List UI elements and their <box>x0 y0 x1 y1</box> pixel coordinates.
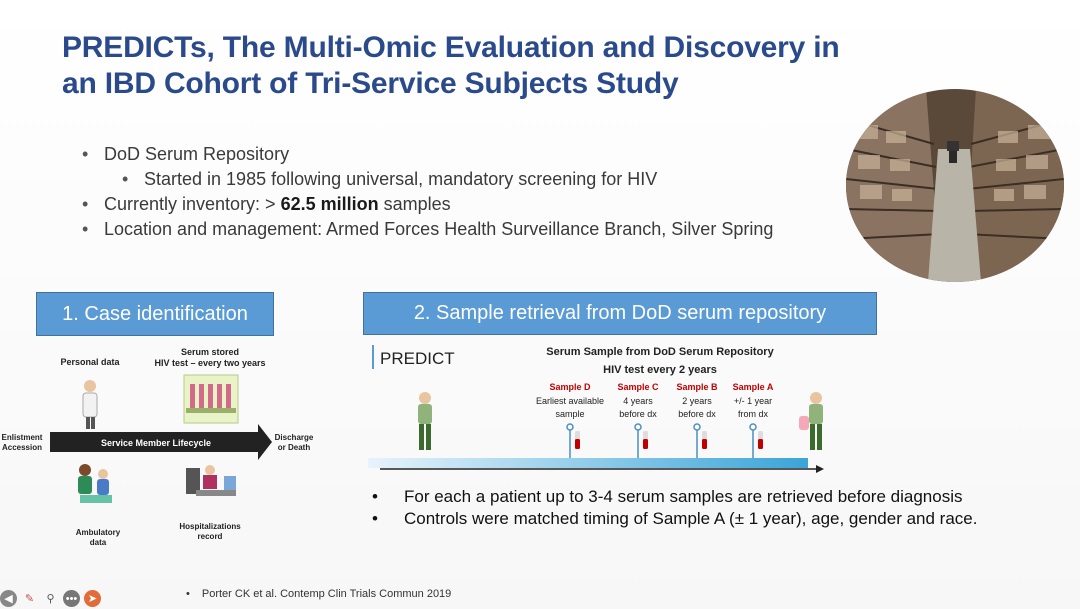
ambulatory-care-icon <box>78 464 112 503</box>
title-line-1: PREDICTs, The Multi-Omic Evaluation and … <box>62 31 840 64</box>
or-death-label: or Death <box>278 443 311 452</box>
hospitalizations-label: Hospitalizations <box>179 522 241 531</box>
pointer-icon[interactable]: ➤ <box>84 590 101 607</box>
bottom-bullet-list: • For each a patient up to 3-4 serum sam… <box>372 486 977 530</box>
patient-diagnosis-icon <box>799 392 823 450</box>
sample-name-label: Sample B <box>676 382 718 392</box>
sample-timing-sublabel: before dx <box>619 409 657 419</box>
reference-citation: • Porter CK et al. Contemp Clin Trials Co… <box>186 588 451 600</box>
sample-tube-fill <box>643 439 648 449</box>
bullet-text: For each a patient up to 3-4 serum sampl… <box>404 487 963 506</box>
sample-pin-head <box>749 423 757 431</box>
bullet-dot: • <box>82 194 89 214</box>
case-identification-header: 1. Case identification <box>36 292 274 336</box>
bullet-text: Controls were matched timing of Sample A… <box>404 509 978 528</box>
more-icon[interactable]: ••• <box>63 590 80 607</box>
bullet-dot: • <box>122 169 129 189</box>
presentation-toolbar: ◀ ✎ ⚲ ••• ➤ <box>0 590 101 607</box>
predict-label: PREDICT <box>380 349 455 368</box>
inventory-prefix: Currently inventory: > <box>104 194 281 214</box>
bullet-dot: • <box>372 509 378 528</box>
inventory-count: 62.5 million <box>280 194 379 214</box>
back-arrow-icon[interactable]: ◀ <box>0 590 17 607</box>
personal-data-label: Personal data <box>60 357 120 367</box>
lifecycle-arrow-label: Service Member Lifecycle <box>101 438 211 448</box>
bullet-location: • Location and management: Armed Forces … <box>82 217 773 242</box>
record-label: record <box>198 532 223 541</box>
repository-photo <box>846 89 1064 282</box>
sample-name-label: Sample A <box>733 382 774 392</box>
bullet-text: DoD Serum Repository <box>104 144 290 164</box>
sample-tube-fill <box>758 439 763 449</box>
discharge-label: Discharge <box>275 433 314 442</box>
sample-tube-fill <box>575 439 580 449</box>
bullet-started-1985: • Started in 1985 following universal, m… <box>82 167 773 192</box>
top-bullet-list: • DoD Serum Repository • Started in 1985… <box>82 142 773 242</box>
sample-tube-fill <box>702 439 707 449</box>
sample-pin-head <box>566 423 574 431</box>
hiv-test-label: HIV test – every two years <box>154 358 265 368</box>
lifecycle-arrow <box>50 424 272 460</box>
bullet-dot: • <box>82 144 89 164</box>
sample-retrieval-header: 2. Sample retrieval from DoD serum repos… <box>363 292 877 335</box>
sample-name-label: Sample C <box>617 382 659 392</box>
bullet-dot: • <box>82 219 89 239</box>
bullet-dot: • <box>186 588 190 600</box>
hospital-bed-icon <box>186 465 236 496</box>
slide-title: PREDICTs, The Multi-Omic Evaluation and … <box>62 30 962 102</box>
bullet-samples-retrieved: • For each a patient up to 3-4 serum sam… <box>372 486 977 508</box>
sample-pin-head <box>634 423 642 431</box>
sample-timing-label: 2 years <box>682 396 712 406</box>
sample-timing-label: 4 years <box>623 396 653 406</box>
timeline-header: Serum Sample from DoD Serum Repository <box>546 346 774 358</box>
predict-accent-bar <box>372 345 374 369</box>
title-line-2: an IBD Cohort of Tri-Service Subjects St… <box>62 67 679 100</box>
timeline-arrowhead <box>816 465 824 473</box>
sample-name-label: Sample D <box>549 382 591 392</box>
sample-timeline: PREDICT Serum Sample from DoD Serum Repo… <box>368 345 824 473</box>
ambulatory-label: Ambulatory <box>76 528 121 537</box>
serum-stored-label: Serum stored <box>181 347 239 357</box>
timeline-subheader: HIV test every 2 years <box>603 364 717 376</box>
sample-timing-label: Earliest available <box>536 396 604 406</box>
accession-label: Accession <box>2 443 42 452</box>
reference-text: Porter CK et al. Contemp Clin Trials Com… <box>201 588 452 600</box>
samples-group: Sample D Earliest available sample Sample C… <box>536 382 774 459</box>
patient-figure-icon <box>418 392 432 450</box>
sample-pin-head <box>693 423 701 431</box>
bullet-text: Location and management: Armed Forces He… <box>104 219 774 239</box>
pen-icon[interactable]: ✎ <box>24 593 35 605</box>
sample-timing-sublabel: sample <box>555 409 584 419</box>
bullet-dot: • <box>372 487 378 506</box>
sample-timing-sublabel: from dx <box>738 409 769 419</box>
lifecycle-diagram: Personal data Serum stored HIV test – ev… <box>2 347 314 547</box>
enlistment-label: Enlistment <box>2 433 43 442</box>
zoom-icon[interactable]: ⚲ <box>46 593 55 605</box>
ambulatory-data-label: data <box>90 538 107 547</box>
bullet-inventory: • Currently inventory: > 62.5 million sa… <box>82 192 773 217</box>
bullet-dod-repository: • DoD Serum Repository <box>82 142 773 167</box>
serum-rack-icon <box>183 374 239 424</box>
doctor-icon <box>82 380 98 429</box>
inventory-suffix: samples <box>378 194 451 214</box>
bullet-text: Started in 1985 following universal, man… <box>144 169 658 189</box>
bullet-text: Currently inventory: > 62.5 million samp… <box>104 192 451 217</box>
sample-timing-sublabel: before dx <box>678 409 716 419</box>
sample-timing-label: +/- 1 year <box>734 396 772 406</box>
bullet-controls-matched: • Controls were matched timing of Sample… <box>372 508 977 530</box>
timeline-band <box>368 458 808 468</box>
